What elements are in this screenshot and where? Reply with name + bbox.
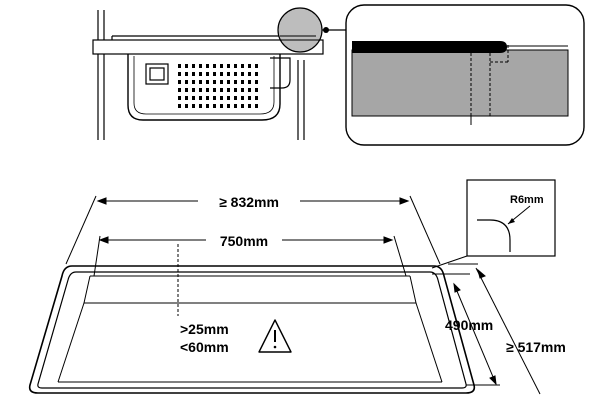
label-outer-width: ≥ 832mm bbox=[219, 194, 279, 210]
vent-slot bbox=[234, 104, 237, 108]
vent-slot bbox=[220, 80, 223, 84]
vent-slot bbox=[220, 88, 223, 92]
vent-slot bbox=[234, 64, 237, 68]
vent-slot bbox=[192, 72, 195, 76]
hob-side-view bbox=[92, 10, 324, 140]
dim-depth bbox=[432, 263, 541, 395]
vent-slot bbox=[255, 72, 258, 76]
vent-slot bbox=[199, 72, 202, 76]
vent-slot bbox=[192, 96, 195, 100]
vent-slot bbox=[220, 96, 223, 100]
vent-slot bbox=[199, 88, 202, 92]
vent-slot bbox=[199, 104, 202, 108]
corner-radius-detail bbox=[431, 179, 556, 269]
vent-slot bbox=[213, 104, 216, 108]
vent-slot bbox=[248, 88, 251, 92]
label-inner-width: 750mm bbox=[220, 233, 268, 249]
vent-slot bbox=[199, 64, 202, 68]
vent-slot bbox=[234, 88, 237, 92]
vent-slot bbox=[185, 96, 188, 100]
vent-slot bbox=[220, 104, 223, 108]
vent-slot bbox=[206, 72, 209, 76]
label-clearance-max: <60mm bbox=[180, 339, 229, 355]
vent-slot bbox=[192, 88, 195, 92]
label-depth-outer: ≥ 517mm bbox=[506, 339, 566, 355]
vent-slot bbox=[199, 96, 202, 100]
vent-slot bbox=[178, 96, 181, 100]
vent-slot bbox=[255, 80, 258, 84]
vent-slot bbox=[192, 104, 195, 108]
dim-inner-width bbox=[93, 235, 407, 277]
vent-slot bbox=[185, 88, 188, 92]
vent-slot bbox=[213, 88, 216, 92]
warning-triangle-icon bbox=[258, 319, 292, 353]
vent-slot bbox=[199, 80, 202, 84]
vent-slot bbox=[241, 88, 244, 92]
vent-slot bbox=[241, 80, 244, 84]
vent-slot bbox=[185, 80, 188, 84]
label-corner-radius: R6mm bbox=[510, 194, 544, 206]
vent-slot bbox=[227, 96, 230, 100]
vent-slot bbox=[255, 64, 258, 68]
vent-slot bbox=[248, 72, 251, 76]
vent-slot bbox=[178, 88, 181, 92]
vent-slot bbox=[227, 64, 230, 68]
vent-slot bbox=[248, 64, 251, 68]
vent-slot bbox=[248, 104, 251, 108]
vent-slot bbox=[192, 64, 195, 68]
vent-slot bbox=[227, 72, 230, 76]
vent-slot bbox=[234, 72, 237, 76]
vent-slot bbox=[234, 96, 237, 100]
label-depth-inner: 490mm bbox=[445, 317, 493, 333]
vent-slot bbox=[178, 80, 181, 84]
vent-slot bbox=[248, 96, 251, 100]
vent-slot bbox=[206, 64, 209, 68]
vent-slot bbox=[220, 64, 223, 68]
vent-slot bbox=[213, 64, 216, 68]
vent-slot bbox=[220, 72, 223, 76]
vent-slot bbox=[241, 72, 244, 76]
vent-slot bbox=[192, 80, 195, 84]
vent-slot bbox=[227, 88, 230, 92]
label-clearance-min: >25mm bbox=[180, 321, 229, 337]
vent-slot bbox=[255, 88, 258, 92]
vent-slot bbox=[241, 104, 244, 108]
vent-slot bbox=[178, 64, 181, 68]
vent-slot bbox=[178, 104, 181, 108]
dim-outer-width bbox=[65, 195, 441, 265]
vent-slot bbox=[206, 96, 209, 100]
vent-slot bbox=[227, 80, 230, 84]
vent-slot bbox=[241, 96, 244, 100]
vent-slot bbox=[185, 72, 188, 76]
vent-slot bbox=[206, 88, 209, 92]
vent-slot bbox=[213, 72, 216, 76]
vent-slot bbox=[248, 80, 251, 84]
vent-slot bbox=[178, 72, 181, 76]
vent-slot bbox=[206, 104, 209, 108]
detail-magnifier bbox=[277, 7, 323, 53]
vent-slot bbox=[185, 64, 188, 68]
seal-detail-box bbox=[345, 4, 585, 146]
vent-slot bbox=[185, 104, 188, 108]
vent-slot bbox=[206, 80, 209, 84]
vent-slot bbox=[255, 104, 258, 108]
vent-slot bbox=[213, 80, 216, 84]
vent-slot bbox=[241, 64, 244, 68]
vent-slot bbox=[213, 96, 216, 100]
vent-slot bbox=[234, 80, 237, 84]
vent-slot bbox=[227, 104, 230, 108]
worktop-cutout bbox=[28, 265, 476, 394]
vent-slot bbox=[255, 96, 258, 100]
hob-vent-grid bbox=[178, 64, 258, 108]
